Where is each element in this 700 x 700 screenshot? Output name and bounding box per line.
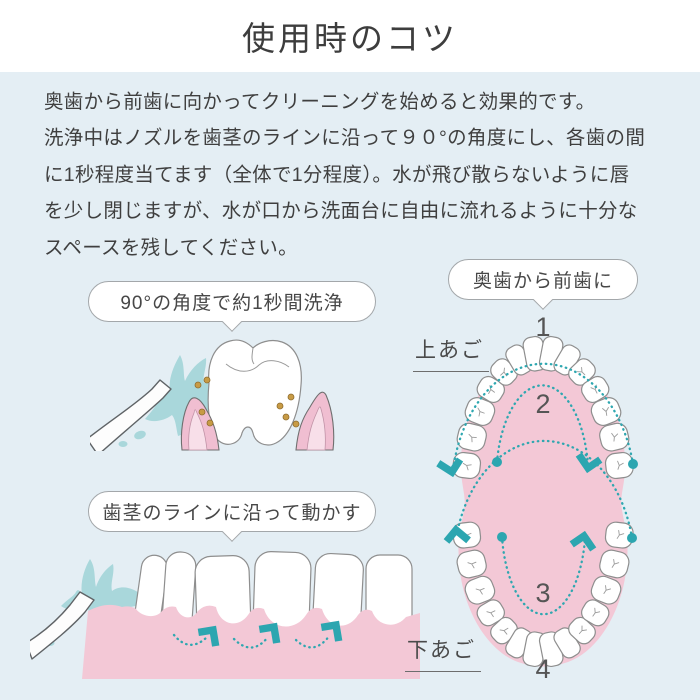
gum-base bbox=[82, 604, 420, 679]
page-header: 使用時のコツ bbox=[0, 0, 700, 72]
angle-callout-label: 90°の角度で約1秒間洗浄 bbox=[120, 293, 344, 314]
path-3-arrow bbox=[569, 530, 597, 552]
upper-jaw-label: 上あご bbox=[413, 334, 489, 372]
gumline-callout-label: 歯茎のラインに沿って動かす bbox=[102, 503, 362, 524]
gum-right-inner bbox=[306, 406, 326, 451]
page-title: 使用時のコツ bbox=[242, 20, 458, 57]
step-number-4: 4 bbox=[535, 654, 551, 684]
path-1-arrow bbox=[436, 457, 464, 478]
nozzle-icon bbox=[30, 591, 95, 660]
path-2-start-dot bbox=[492, 457, 502, 467]
path-1-start-dot bbox=[628, 459, 638, 469]
plaque-dots bbox=[194, 376, 300, 428]
gum-left-inner bbox=[188, 409, 208, 451]
nozzle-icon bbox=[90, 379, 172, 451]
gum-arch bbox=[458, 352, 628, 667]
cleaning-path-3 bbox=[497, 530, 597, 616]
order-callout-label: 奥歯から前歯に bbox=[472, 271, 613, 292]
step-number-1: 1 bbox=[535, 312, 551, 342]
intro-text: 奥歯から前歯に向かってクリーニングを始めると効果的です。 洗浄中はノズルを歯茎の… bbox=[44, 91, 646, 259]
teeth-row bbox=[134, 550, 413, 640]
upper-teeth bbox=[452, 335, 634, 480]
water-spray-icon bbox=[118, 355, 227, 447]
order-callout-bubble: 奥歯から前歯に bbox=[448, 259, 638, 300]
angle-callout-bubble: 90°の角度で約1秒間洗浄 bbox=[88, 281, 376, 322]
molar-tooth bbox=[207, 339, 302, 446]
path-4-start-dot bbox=[627, 533, 637, 543]
gumline-illustration bbox=[30, 550, 420, 679]
cleaning-path-1 bbox=[436, 362, 638, 478]
step-number-3: 3 bbox=[535, 578, 551, 608]
lower-jaw-label: 下あご bbox=[405, 634, 481, 672]
gumline-callout-bubble: 歯茎のラインに沿って動かす bbox=[88, 491, 376, 532]
cleaning-path-2 bbox=[492, 384, 603, 474]
lower-teeth bbox=[452, 521, 634, 668]
molar-spray-illustration bbox=[90, 339, 335, 451]
cleaning-path-4 bbox=[443, 439, 637, 544]
path-3-start-dot bbox=[497, 532, 507, 542]
direction-arrows bbox=[172, 620, 343, 649]
path-2-arrow bbox=[575, 452, 603, 474]
step-number-2: 2 bbox=[535, 389, 551, 419]
path-4-arrow bbox=[443, 524, 471, 544]
jaw-diagram bbox=[436, 335, 638, 668]
